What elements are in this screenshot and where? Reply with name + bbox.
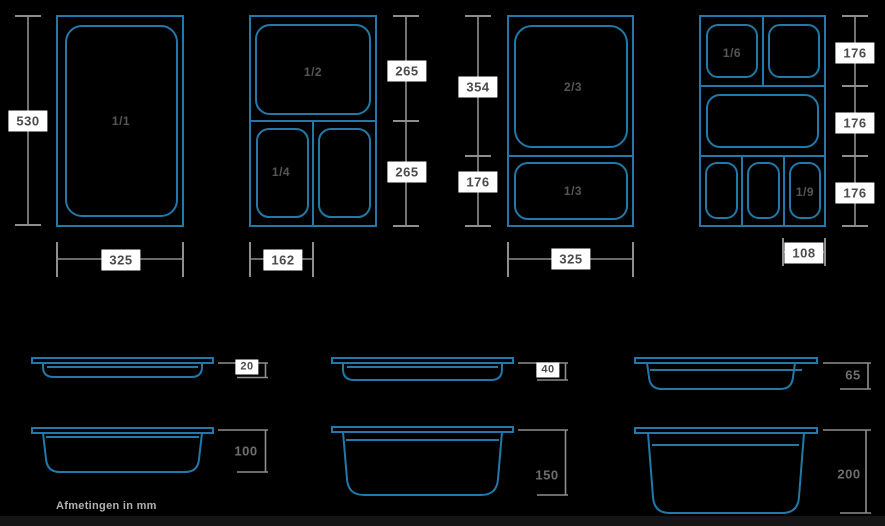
side-view-depth-200 (634, 427, 871, 514)
depth-label-150: 150 (535, 467, 559, 483)
pan-flange (331, 426, 514, 433)
pan-outline-1-1 (65, 25, 178, 217)
pan-outline-1-9-right (789, 162, 821, 219)
pan-body (342, 431, 503, 496)
pan-body (342, 363, 503, 381)
pan-outline-1-9-left (705, 162, 738, 219)
pan-flange (634, 427, 818, 434)
pan-outline-1-6-left (706, 24, 758, 78)
pan-outline-1-4-left (256, 128, 309, 218)
dim-label-162: 162 (263, 249, 303, 271)
depth-label-100: 100 (234, 443, 258, 459)
bottom-edge-strip (0, 516, 885, 526)
pan-label-2-3: 2/3 (563, 80, 583, 94)
depth-label-40: 40 (536, 362, 560, 378)
pan-label-1-9: 1/9 (795, 185, 815, 199)
pan-outline-2-3 (514, 25, 628, 148)
side-view-depth-100 (31, 427, 268, 473)
dim-label-176-row1: 176 (835, 42, 875, 64)
dim-heights-354-176-lines (465, 15, 491, 227)
pan-label-1-3: 1/3 (563, 184, 583, 198)
side-view-depth-150 (331, 426, 568, 496)
top-view-1-1 (56, 15, 184, 227)
dim-label-176-row2: 176 (835, 112, 875, 134)
side-view-depth-20 (31, 357, 268, 379)
pan-body (42, 432, 203, 473)
pan-label-1-6: 1/6 (722, 46, 742, 60)
depth-label-65: 65 (845, 367, 861, 383)
pan-flange (31, 357, 214, 364)
dim-label-354: 354 (458, 76, 498, 98)
pan-outline-1-3-middle (706, 94, 819, 148)
dim-label-325-b: 325 (551, 248, 591, 270)
gn-frame-2-3 (507, 15, 634, 227)
pan-flange (31, 427, 214, 434)
pan-outline-1-3 (514, 162, 628, 220)
dim-label-325: 325 (101, 249, 141, 271)
pan-body (646, 362, 796, 390)
dim-label-108: 108 (784, 242, 824, 264)
top-view-1-2-1-4 (249, 15, 377, 227)
top-view-1-6-1-9 (699, 15, 826, 227)
pan-outline-1-2 (255, 24, 371, 115)
pan-body (647, 432, 805, 514)
pan-flange (331, 357, 514, 364)
pan-label-1-4: 1/4 (271, 165, 291, 179)
dim-label-265-top: 265 (387, 60, 427, 82)
top-view-2-3-1-3 (507, 15, 634, 227)
side-view-depth-65 (634, 357, 871, 390)
depth-label-20: 20 (235, 359, 259, 375)
dim-heights-265-lines (393, 15, 419, 227)
pan-outline-1-4-right (318, 128, 371, 218)
depth-label-200: 200 (837, 466, 861, 482)
pan-label-1-2: 1/2 (303, 65, 323, 79)
pan-body (42, 363, 203, 378)
dim-label-265-bottom: 265 (387, 161, 427, 183)
pan-label-1-1: 1/1 (111, 114, 131, 128)
pan-outline-1-6-right (768, 24, 820, 78)
dim-label-530: 530 (8, 110, 48, 132)
side-view-depth-40 (331, 357, 568, 381)
pan-flange (634, 357, 818, 364)
dim-label-176-third: 176 (458, 171, 498, 193)
dim-label-176-row3: 176 (835, 182, 875, 204)
dimensions-unit-note: Afmetingen in mm (56, 500, 157, 512)
gn-frame-1-1 (56, 15, 184, 227)
pan-outline-1-9-middle (747, 162, 780, 219)
